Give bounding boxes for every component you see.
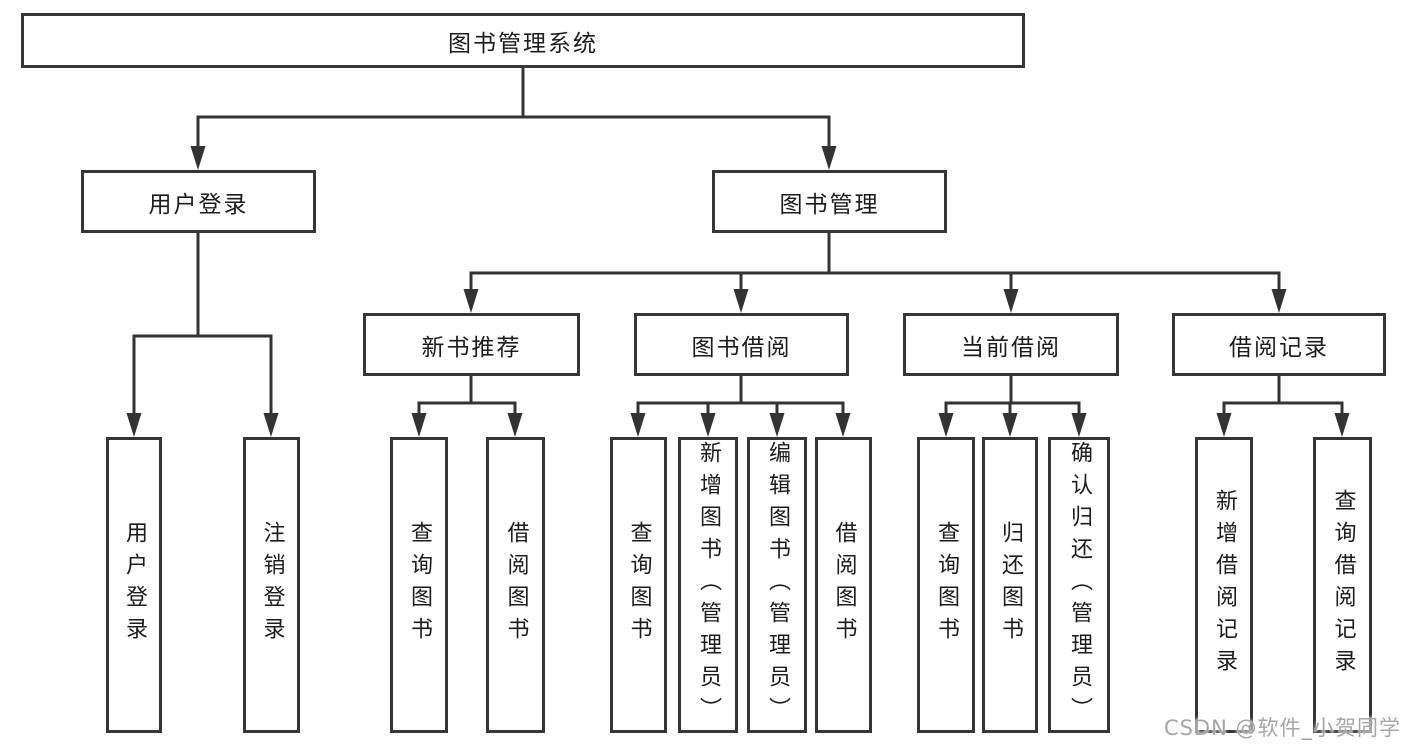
- node-borrow-books-label: 借阅图书: [831, 521, 857, 649]
- node-return-book-label: 归还图书: [998, 521, 1023, 649]
- node-logout-action: 注销登录: [243, 437, 300, 733]
- node-edit-book-admin: 编辑图书（管理员）: [747, 437, 807, 733]
- node-new-book-recommendation-label: 新书推荐: [421, 334, 522, 361]
- node-book-borrowing: 图书借阅: [634, 313, 849, 376]
- node-edit-book-admin-label: 编辑图书（管理员）: [765, 441, 790, 729]
- node-root-label: 图书管理系统: [448, 30, 598, 57]
- node-user-login-action: 用户登录: [106, 437, 162, 733]
- node-add-book-admin-label: 新增图书（管理员）: [696, 441, 721, 729]
- node-add-book-admin: 新增图书（管理员）: [678, 437, 738, 733]
- node-query-books-recommend: 查询图书: [390, 437, 448, 733]
- node-user-login-action-label: 用户登录: [122, 521, 147, 649]
- connector-book-borrowing-children: [630, 374, 851, 437]
- connector-user-login-children: [126, 231, 279, 437]
- node-current-borrowing: 当前借阅: [903, 313, 1119, 376]
- node-current-borrowing-label: 当前借阅: [961, 334, 1061, 361]
- node-book-borrowing-label: 图书借阅: [691, 334, 792, 361]
- node-borrow-books-recommend: 借阅图书: [486, 437, 545, 733]
- node-borrow-books: 借阅图书: [815, 437, 872, 733]
- node-query-borrow-record-label: 查询借阅记录: [1330, 489, 1356, 681]
- node-query-books-current: 查询图书: [917, 437, 975, 733]
- node-query-books-borrow-label: 查询图书: [626, 521, 652, 649]
- node-return-book: 归还图书: [982, 437, 1038, 733]
- node-borrow-books-recommend-label: 借阅图书: [503, 521, 529, 649]
- node-user-login-label: 用户登录: [148, 191, 249, 218]
- node-query-books-recommend-label: 查询图书: [407, 521, 432, 649]
- node-book-management: 图书管理: [712, 170, 947, 233]
- node-query-books-borrow: 查询图书: [610, 437, 667, 733]
- connector-new-book-recommendation-children: [411, 374, 523, 437]
- node-query-books-current-label: 查询图书: [934, 521, 959, 649]
- node-user-login: 用户登录: [81, 170, 316, 233]
- node-logout-action-label: 注销登录: [259, 521, 285, 649]
- connector-current-borrowing-children: [938, 374, 1087, 437]
- node-confirm-return-admin: 确认归还（管理员）: [1048, 437, 1110, 733]
- node-borrowing-records-label: 借阅记录: [1229, 334, 1329, 361]
- node-add-borrow-record-label: 新增借阅记录: [1212, 489, 1237, 681]
- watermark-csdn: CSDN @软件_小贺同学: [1163, 716, 1401, 740]
- node-book-management-label: 图书管理: [779, 191, 880, 218]
- node-query-borrow-record: 查询借阅记录: [1313, 437, 1372, 733]
- connector-borrowing-records-children: [1216, 374, 1350, 437]
- node-confirm-return-admin-label: 确认归还（管理员）: [1067, 441, 1092, 729]
- connector-root-to-level2: [190, 66, 837, 170]
- node-add-borrow-record: 新增借阅记录: [1195, 437, 1253, 733]
- node-root: 图书管理系统: [21, 13, 1025, 68]
- connector-book-management-children: [463, 231, 1287, 313]
- node-borrowing-records: 借阅记录: [1172, 313, 1386, 376]
- node-new-book-recommendation: 新书推荐: [363, 313, 580, 376]
